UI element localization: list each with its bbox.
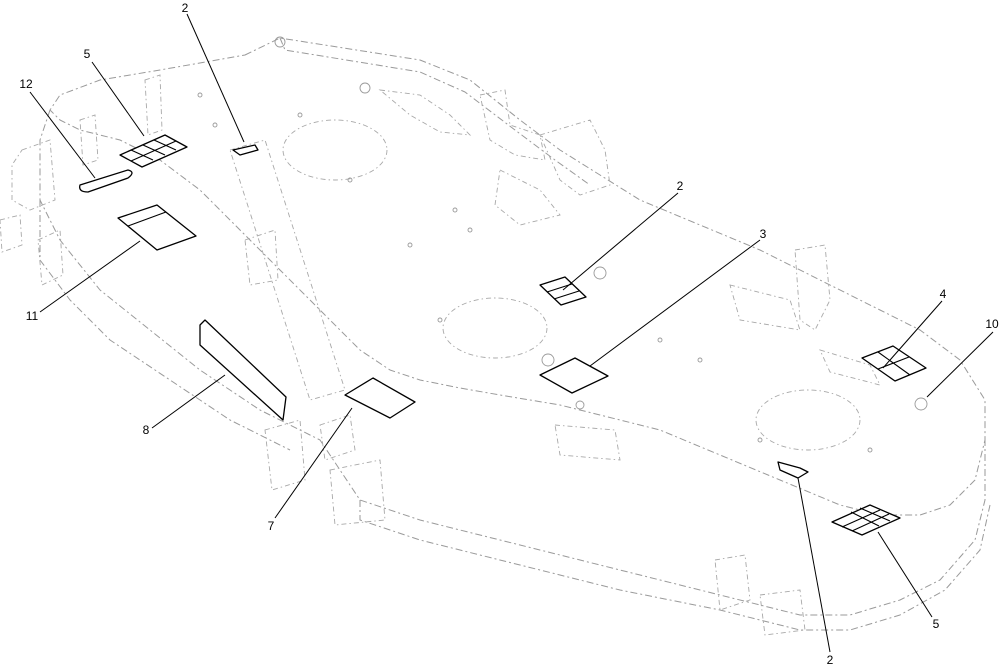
- callout-5-right: 5: [933, 617, 940, 631]
- callout-12: 12: [19, 77, 33, 91]
- callout-10: 10: [985, 317, 999, 331]
- callout-2-bottom: 2: [827, 653, 834, 667]
- leader-lines: [29, 13, 994, 653]
- decal-2-bottom: [777, 461, 809, 479]
- decal-12: [79, 169, 133, 193]
- callout-5-left: 5: [84, 47, 91, 61]
- decal-2-top: [232, 144, 259, 156]
- decal-3: [539, 357, 609, 394]
- deck-outline: [0, 36, 991, 636]
- decal-11: [117, 204, 197, 251]
- callout-2-top: 2: [182, 1, 189, 15]
- callout-2-mid: 2: [677, 179, 684, 193]
- decal-5-right: [831, 504, 901, 536]
- decal-8: [199, 319, 287, 421]
- decal-5-left: [119, 134, 188, 168]
- callout-8: 8: [143, 423, 150, 437]
- callout-11: 11: [26, 309, 39, 323]
- callout-3: 3: [760, 227, 767, 241]
- decal-7: [344, 377, 416, 419]
- callout-labels: 2 5 12 11 8 7 2 3 4 10 5 2: [19, 1, 999, 667]
- decal-4: [861, 345, 927, 382]
- callout-4: 4: [940, 287, 947, 301]
- decal-2-mid: [539, 276, 587, 306]
- callout-7: 7: [268, 519, 275, 533]
